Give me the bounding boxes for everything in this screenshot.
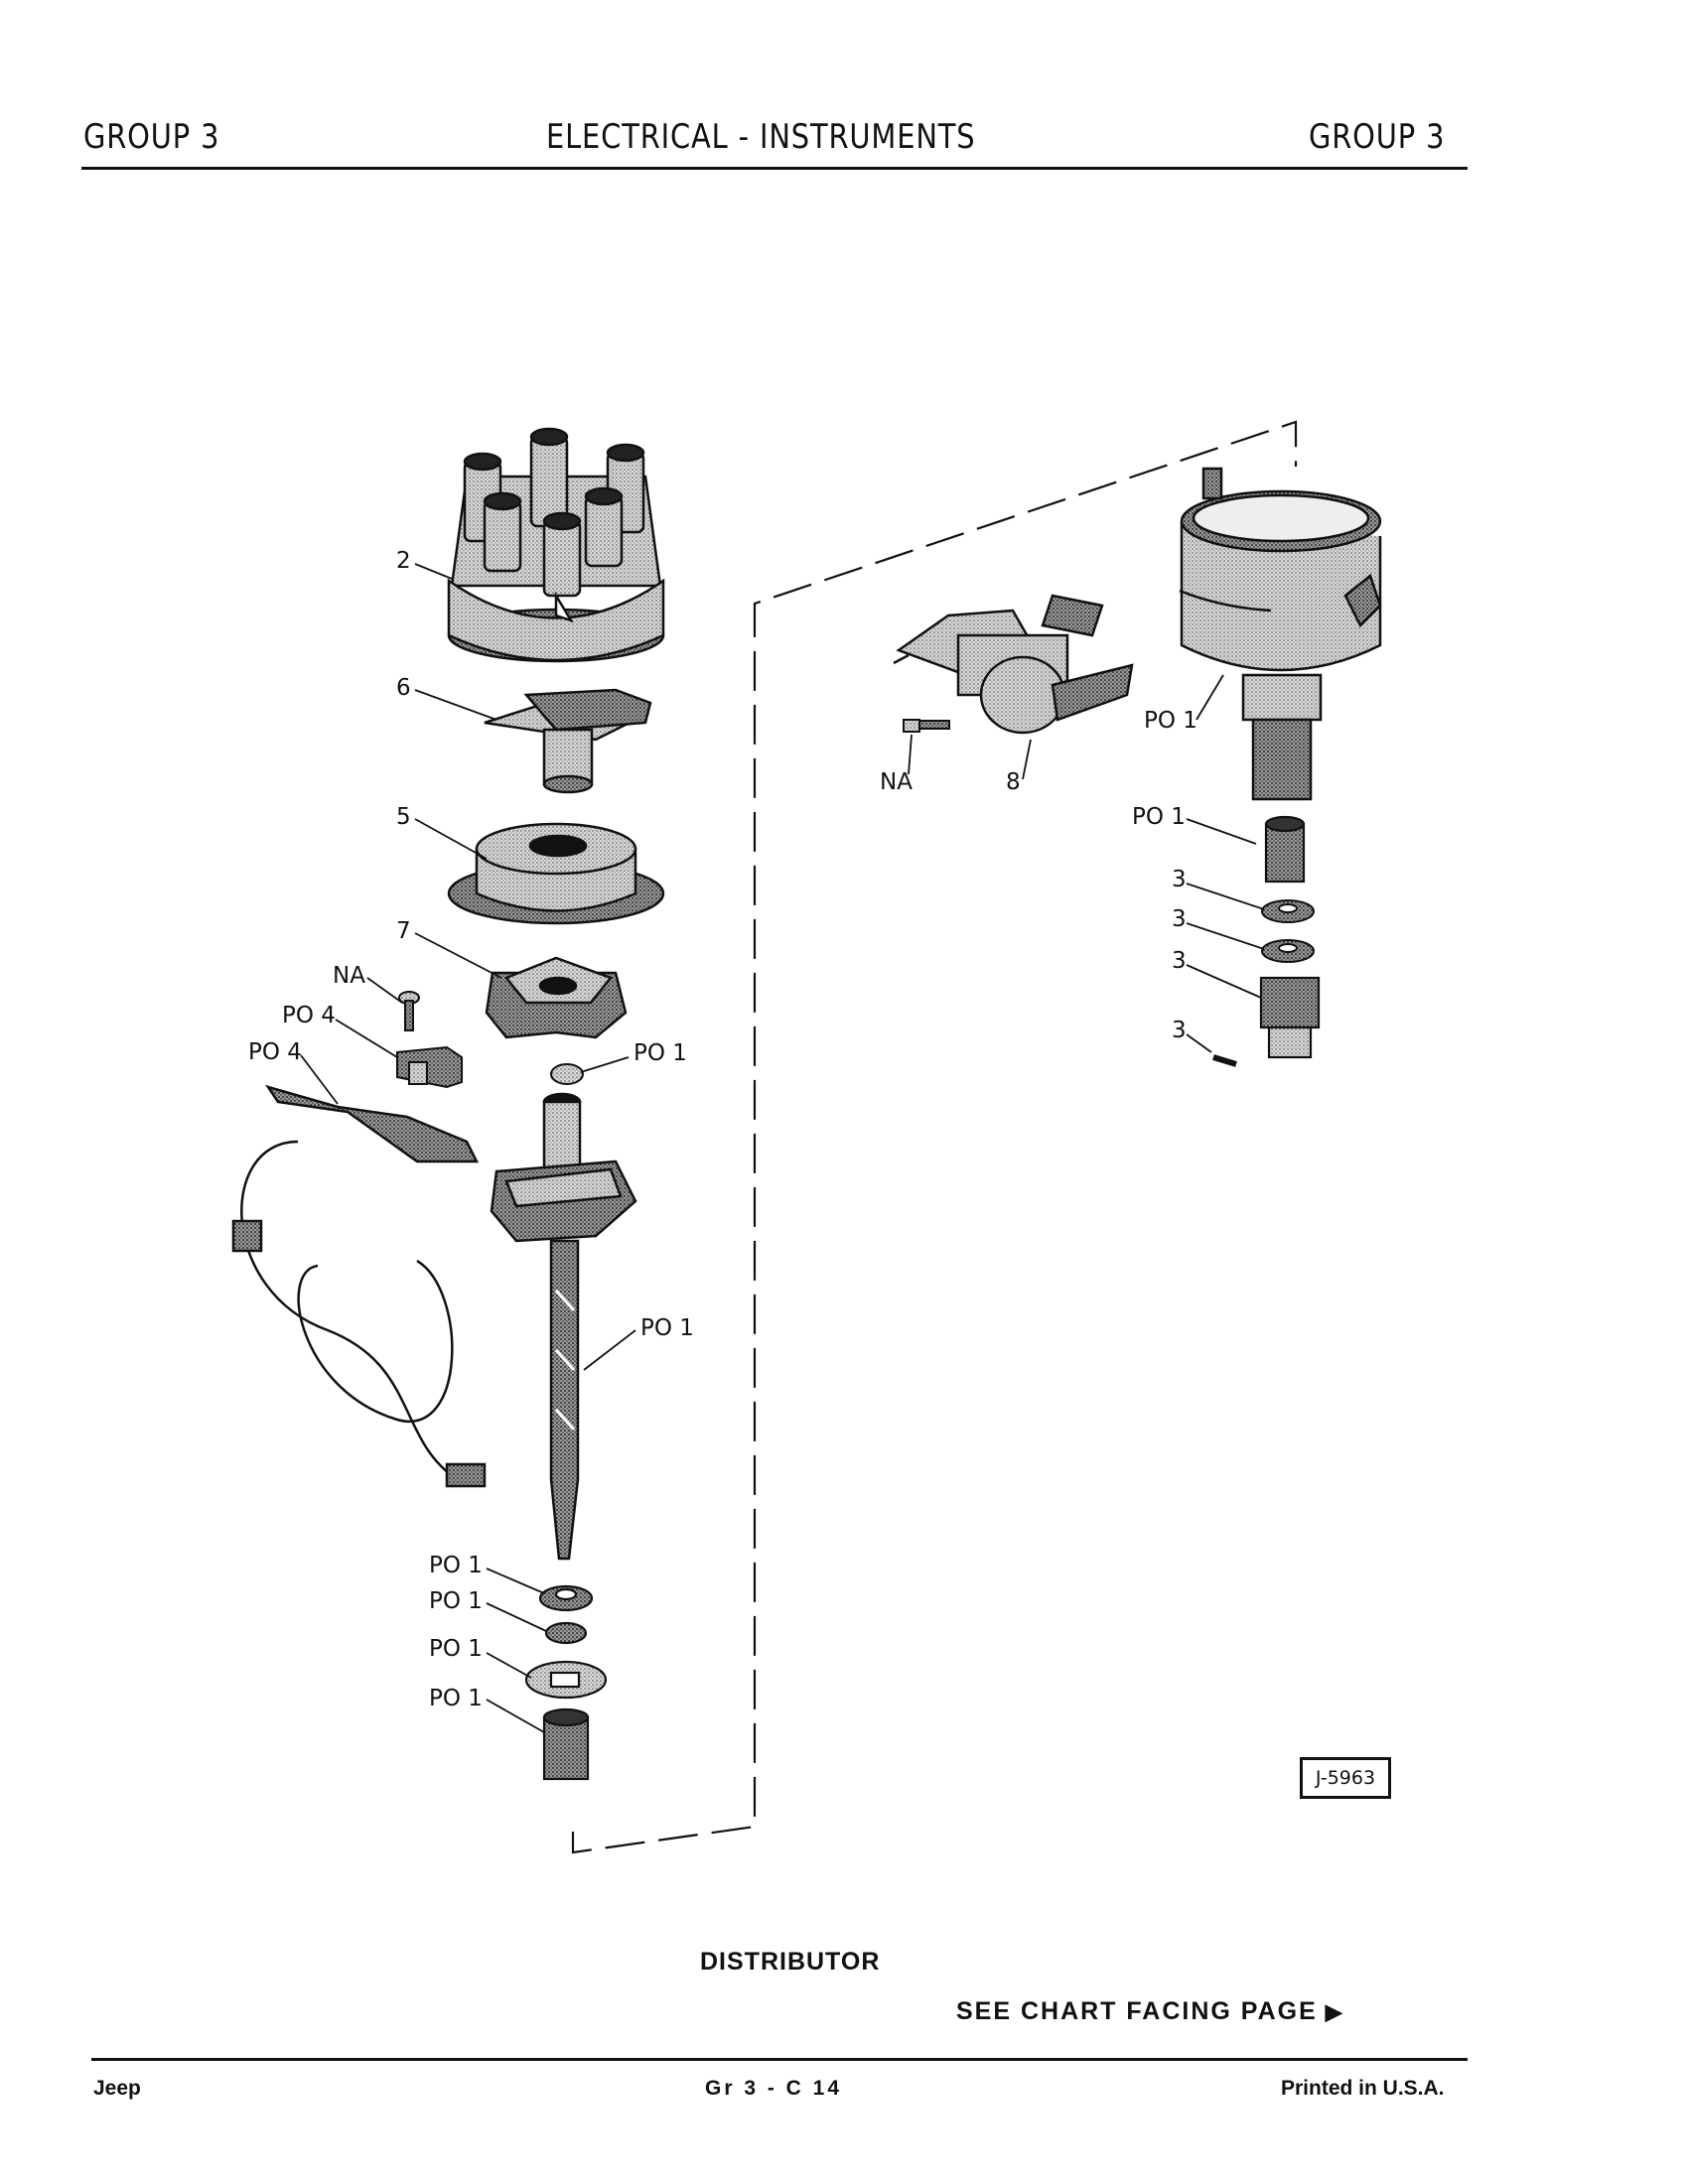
- see-chart-note: SEE CHART FACING PAGE ▶: [956, 1997, 1344, 2026]
- pickup-bracket: [396, 1045, 463, 1089]
- bushing: [1264, 815, 1306, 884]
- callout: 3: [1172, 948, 1187, 974]
- callout-labels: 2 6 5 7 NA PO 4 PO 4 PO 1 PO 1 PO 1 PO 1…: [248, 548, 1197, 1711]
- callout: 2: [396, 548, 411, 574]
- pickup-coil-lead: [231, 1084, 487, 1488]
- distributor-cap: [447, 427, 665, 663]
- callout: PO 1: [1132, 804, 1186, 830]
- callout: 5: [396, 804, 411, 830]
- callout: 3: [1172, 906, 1187, 932]
- callout: PO 1: [1144, 708, 1197, 734]
- right-triangle-icon: ▶: [1325, 1999, 1344, 2024]
- callout: PO 1: [429, 1553, 483, 1578]
- footer-printed: Printed in U.S.A.: [1281, 2077, 1445, 2100]
- callout: PO 1: [429, 1588, 483, 1614]
- header-group-right: GROUP 3: [1309, 117, 1446, 157]
- callout: PO 1: [429, 1636, 483, 1662]
- callout: 7: [396, 918, 411, 944]
- thrust-washers: [1261, 899, 1315, 963]
- callout: PO 1: [429, 1686, 483, 1711]
- callout: 3: [1172, 1018, 1187, 1043]
- callout: PO 4: [248, 1039, 302, 1065]
- distributor-housing: [1179, 467, 1382, 801]
- callout: PO 1: [640, 1315, 694, 1341]
- bolt: [903, 719, 950, 733]
- distributor-shaft: [490, 1092, 637, 1561]
- callout: NA: [880, 769, 913, 795]
- screw: [398, 991, 420, 1031]
- callout: 3: [1172, 867, 1187, 892]
- felt-washer: [550, 1063, 584, 1085]
- callout: PO 4: [282, 1003, 336, 1028]
- footer-page-number: Gr 3 - C 14: [705, 2077, 843, 2100]
- header-title: ELECTRICAL - INSTRUMENTS: [546, 117, 976, 157]
- callout: 8: [1006, 769, 1021, 795]
- figure-caption: DISTRIBUTOR: [700, 1948, 881, 1976]
- reluctor: [485, 956, 628, 1039]
- gear-pin: [1212, 1054, 1237, 1067]
- callout: PO 1: [633, 1040, 687, 1066]
- rotor: [484, 688, 652, 794]
- vacuum-advance-unit: [893, 594, 1134, 735]
- see-chart-text: SEE CHART FACING PAGE: [956, 1997, 1318, 2025]
- figure-reference-number: J-5963: [1300, 1757, 1391, 1799]
- footer-rule: [91, 2058, 1468, 2061]
- header-rule: [81, 167, 1468, 170]
- lower-washers: [524, 1584, 608, 1781]
- dust-shield: [447, 822, 665, 925]
- callout: 6: [396, 675, 411, 701]
- callout: NA: [333, 963, 365, 989]
- drive-gear: [1259, 976, 1321, 1059]
- header-group-left: GROUP 3: [83, 117, 220, 157]
- leader-lines: [300, 563, 1265, 1733]
- footer-brand: Jeep: [93, 2077, 141, 2100]
- dashed-guide-line: [571, 420, 1298, 1854]
